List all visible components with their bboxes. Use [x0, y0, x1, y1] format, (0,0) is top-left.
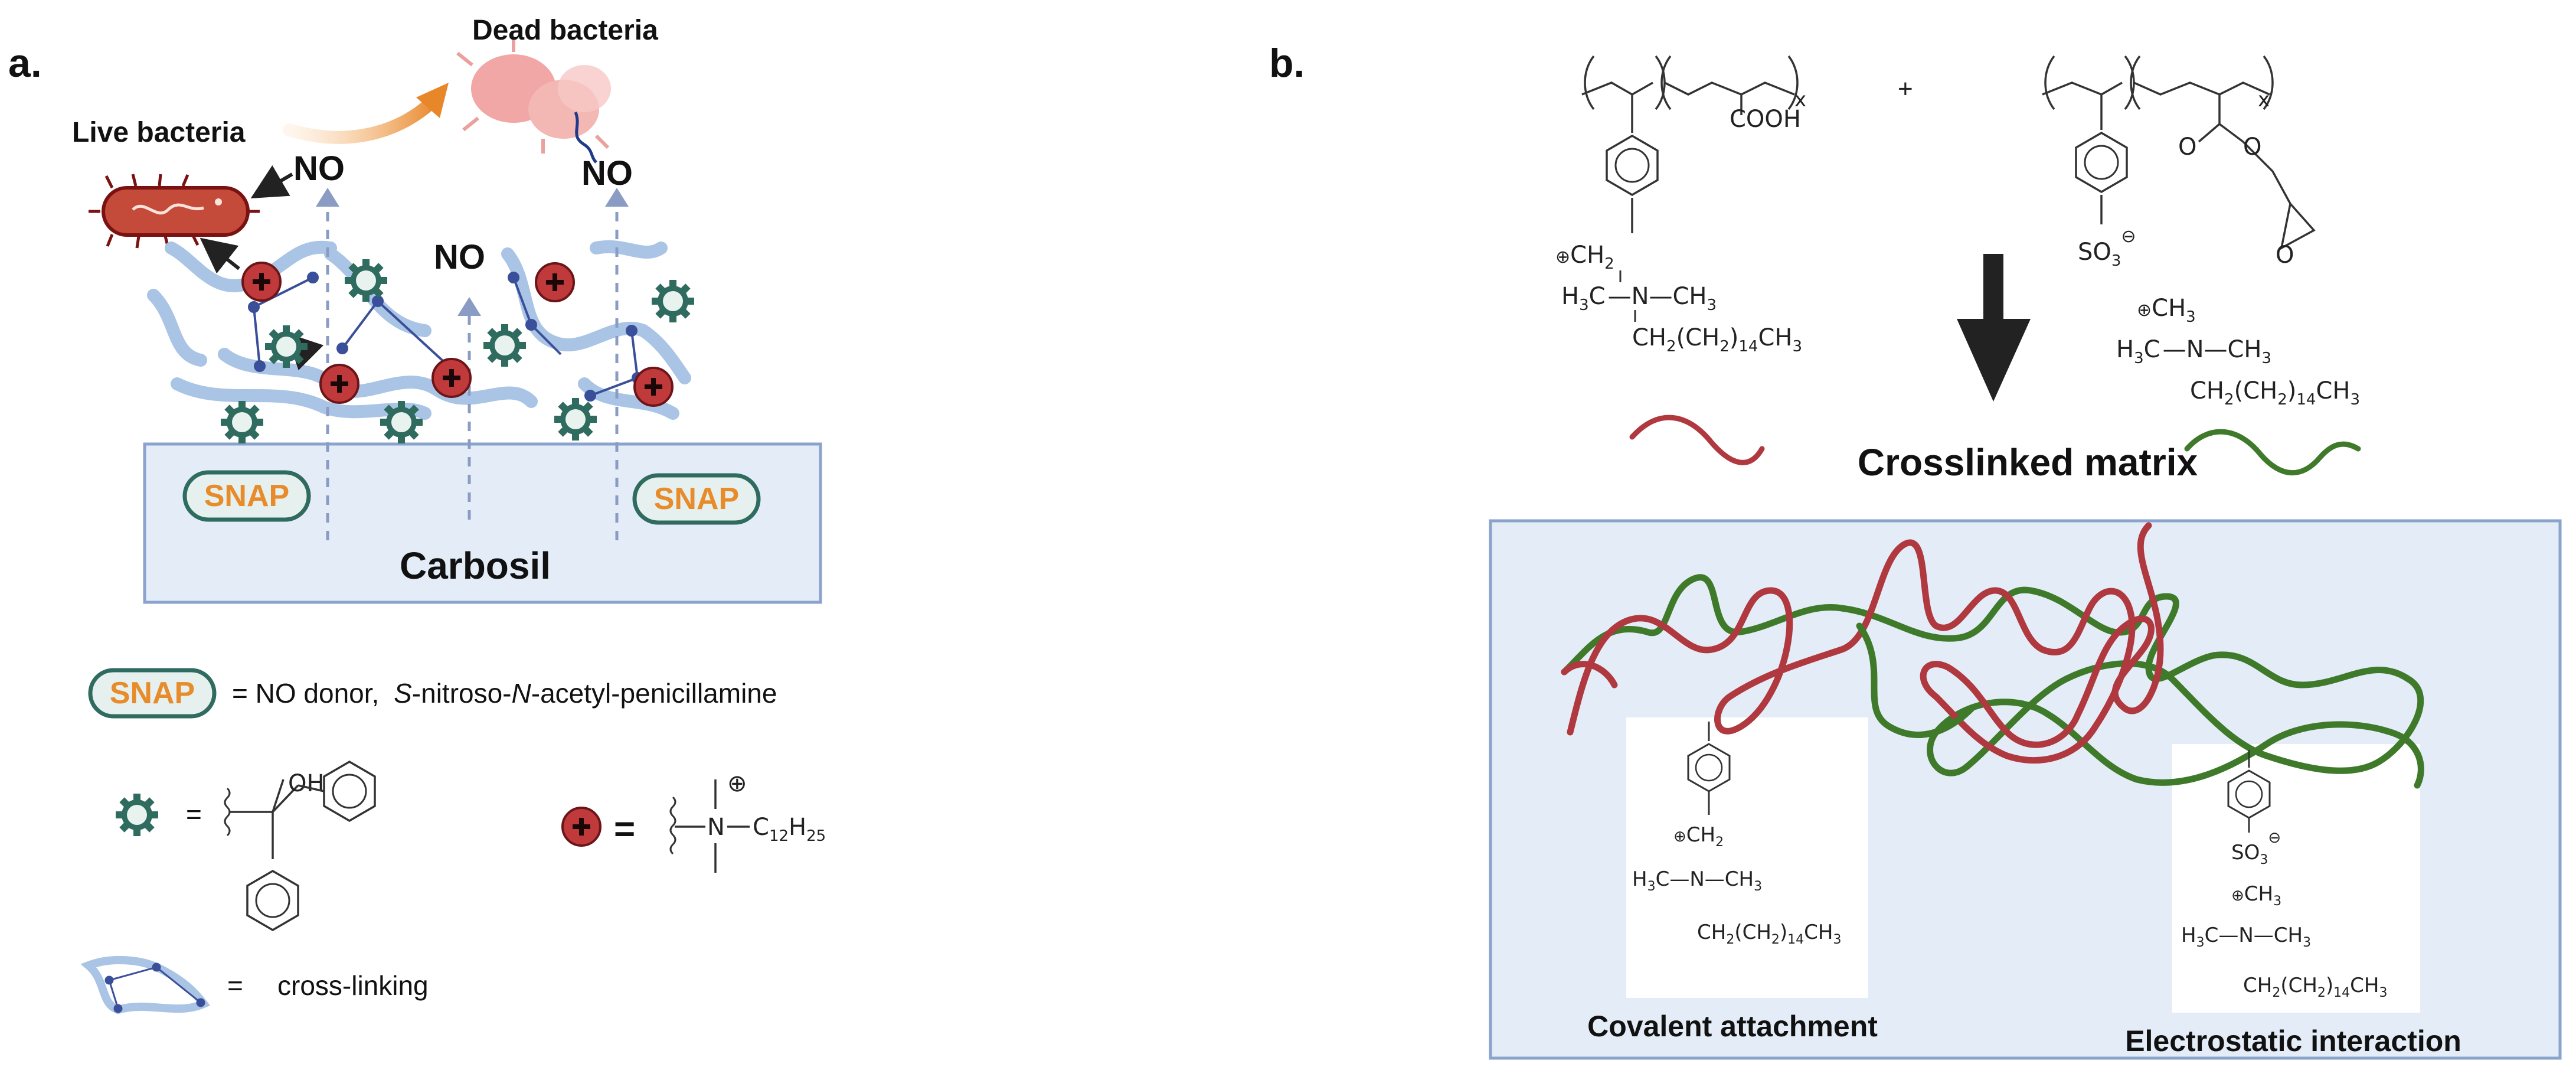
svg-text:=: = [227, 970, 243, 1001]
svg-text:⊕CH2: ⊕CH2 [1555, 242, 1614, 273]
orange-arrow [283, 91, 443, 144]
svg-text:=: = [614, 809, 635, 850]
live-bacteria-label: Live bacteria [72, 117, 246, 148]
svg-text:CH2(CH2)14CH3: CH2(CH2)14CH3 [2190, 377, 2360, 409]
covalent-attachment-label: Covalent attachment [1587, 1010, 1878, 1043]
svg-text:O: O [2178, 133, 2196, 161]
polymer-structure-1 [1581, 55, 1799, 233]
svg-text:CH2(CH2)14CH3: CH2(CH2)14CH3 [2243, 974, 2387, 1000]
no-label-3: NO [581, 154, 633, 192]
dead-bacteria-icon [456, 38, 611, 164]
electrostatic-structure-card [2172, 744, 2420, 1013]
panel-b: b. x COOH ⊕CH2 H3C—N—CH3 CH2(CH2)14CH3 + [1269, 41, 2562, 1060]
svg-text:OH: OH [288, 770, 325, 797]
svg-text:+: + [1898, 74, 1913, 103]
svg-text:SO3⊖: SO3⊖ [2078, 226, 2136, 270]
svg-text:CH2(CH2)14CH3: CH2(CH2)14CH3 [1697, 921, 1841, 947]
legend-cation: = N ⊕ C12H25 [561, 770, 826, 873]
reaction-arrow [1957, 254, 2031, 402]
svg-text:SNAP: SNAP [110, 676, 195, 710]
legend-gear: = OH [116, 761, 376, 931]
no-label-1: NO [293, 149, 345, 188]
crosslinks [248, 272, 643, 402]
svg-text:C12H25: C12H25 [753, 814, 826, 845]
svg-text:⊕CH3: ⊕CH3 [2137, 295, 2196, 326]
svg-text:SNAP: SNAP [654, 482, 739, 516]
svg-text:SNAP: SNAP [204, 479, 289, 513]
legend-snap: SNAP = NO donor, S-nitroso-N-acetyl-peni… [88, 668, 777, 719]
svg-text:N: N [707, 814, 725, 841]
svg-text:H3C—N—CH3: H3C—N—CH3 [1632, 867, 1762, 894]
matrix-chains [1561, 522, 2424, 789]
svg-text:=: = [186, 799, 202, 830]
svg-text:cross-linking: cross-linking [277, 970, 429, 1001]
svg-text:⊕CH3: ⊕CH3 [2231, 882, 2281, 909]
svg-text:H3C—N—CH3: H3C—N—CH3 [2116, 336, 2271, 367]
covalent-structure-card [1626, 717, 1868, 998]
panel-a: a. Dead bacteria Live bacteria [8, 15, 826, 1014]
live-bacteria-icon [89, 174, 260, 249]
no-label-2: NO [434, 238, 485, 276]
red-chain-legend [1629, 415, 1765, 465]
dead-bacteria-label: Dead bacteria [472, 15, 658, 46]
svg-text:COOH: COOH [1730, 106, 1801, 133]
panel-a-label: a. [8, 41, 42, 86]
electrostatic-structure: SO3⊖ ⊕CH3 H3C—N—CH3 CH2(CH2)14CH3 [2181, 750, 2387, 1000]
svg-text:x: x [2258, 88, 2270, 112]
snap-pill-right: SNAP [632, 473, 761, 525]
no-release-arrows [326, 201, 619, 540]
green-chain-legend [2184, 429, 2361, 476]
crosslinked-matrix-label: Crosslinked matrix [1858, 441, 2198, 484]
svg-text:O: O [2276, 242, 2294, 269]
legend-crosslink: = cross-linking [80, 955, 429, 1014]
panel-b-label: b. [1269, 41, 1305, 86]
polymer-network [147, 240, 691, 420]
polymer-structure-2 [2042, 55, 2316, 250]
svg-text:x: x [1794, 88, 1806, 112]
svg-text:H3C—N—CH3: H3C—N—CH3 [1561, 283, 1717, 314]
svg-text:⊕CH2: ⊕CH2 [1673, 823, 1724, 850]
svg-text:H3C—N—CH3: H3C—N—CH3 [2181, 924, 2311, 950]
svg-text:= NO donor, S-nitroso: = NO donor, S-nitroso-N-acetyl-penicilla… [232, 678, 777, 709]
svg-text:⊕: ⊕ [727, 770, 747, 797]
svg-text:SO3⊖: SO3⊖ [2231, 829, 2281, 867]
covalent-structure: ⊕CH2 H3C—N—CH3 CH2(CH2)14CH3 [1632, 722, 1841, 947]
svg-text:O: O [2243, 133, 2261, 161]
electrostatic-interaction-label: Electrostatic interaction [2125, 1024, 2461, 1058]
carbosil-label: Carbosil [400, 544, 551, 587]
svg-text:CH2(CH2)14CH3: CH2(CH2)14CH3 [1632, 324, 1802, 355]
snap-pill-left: SNAP [182, 470, 311, 522]
